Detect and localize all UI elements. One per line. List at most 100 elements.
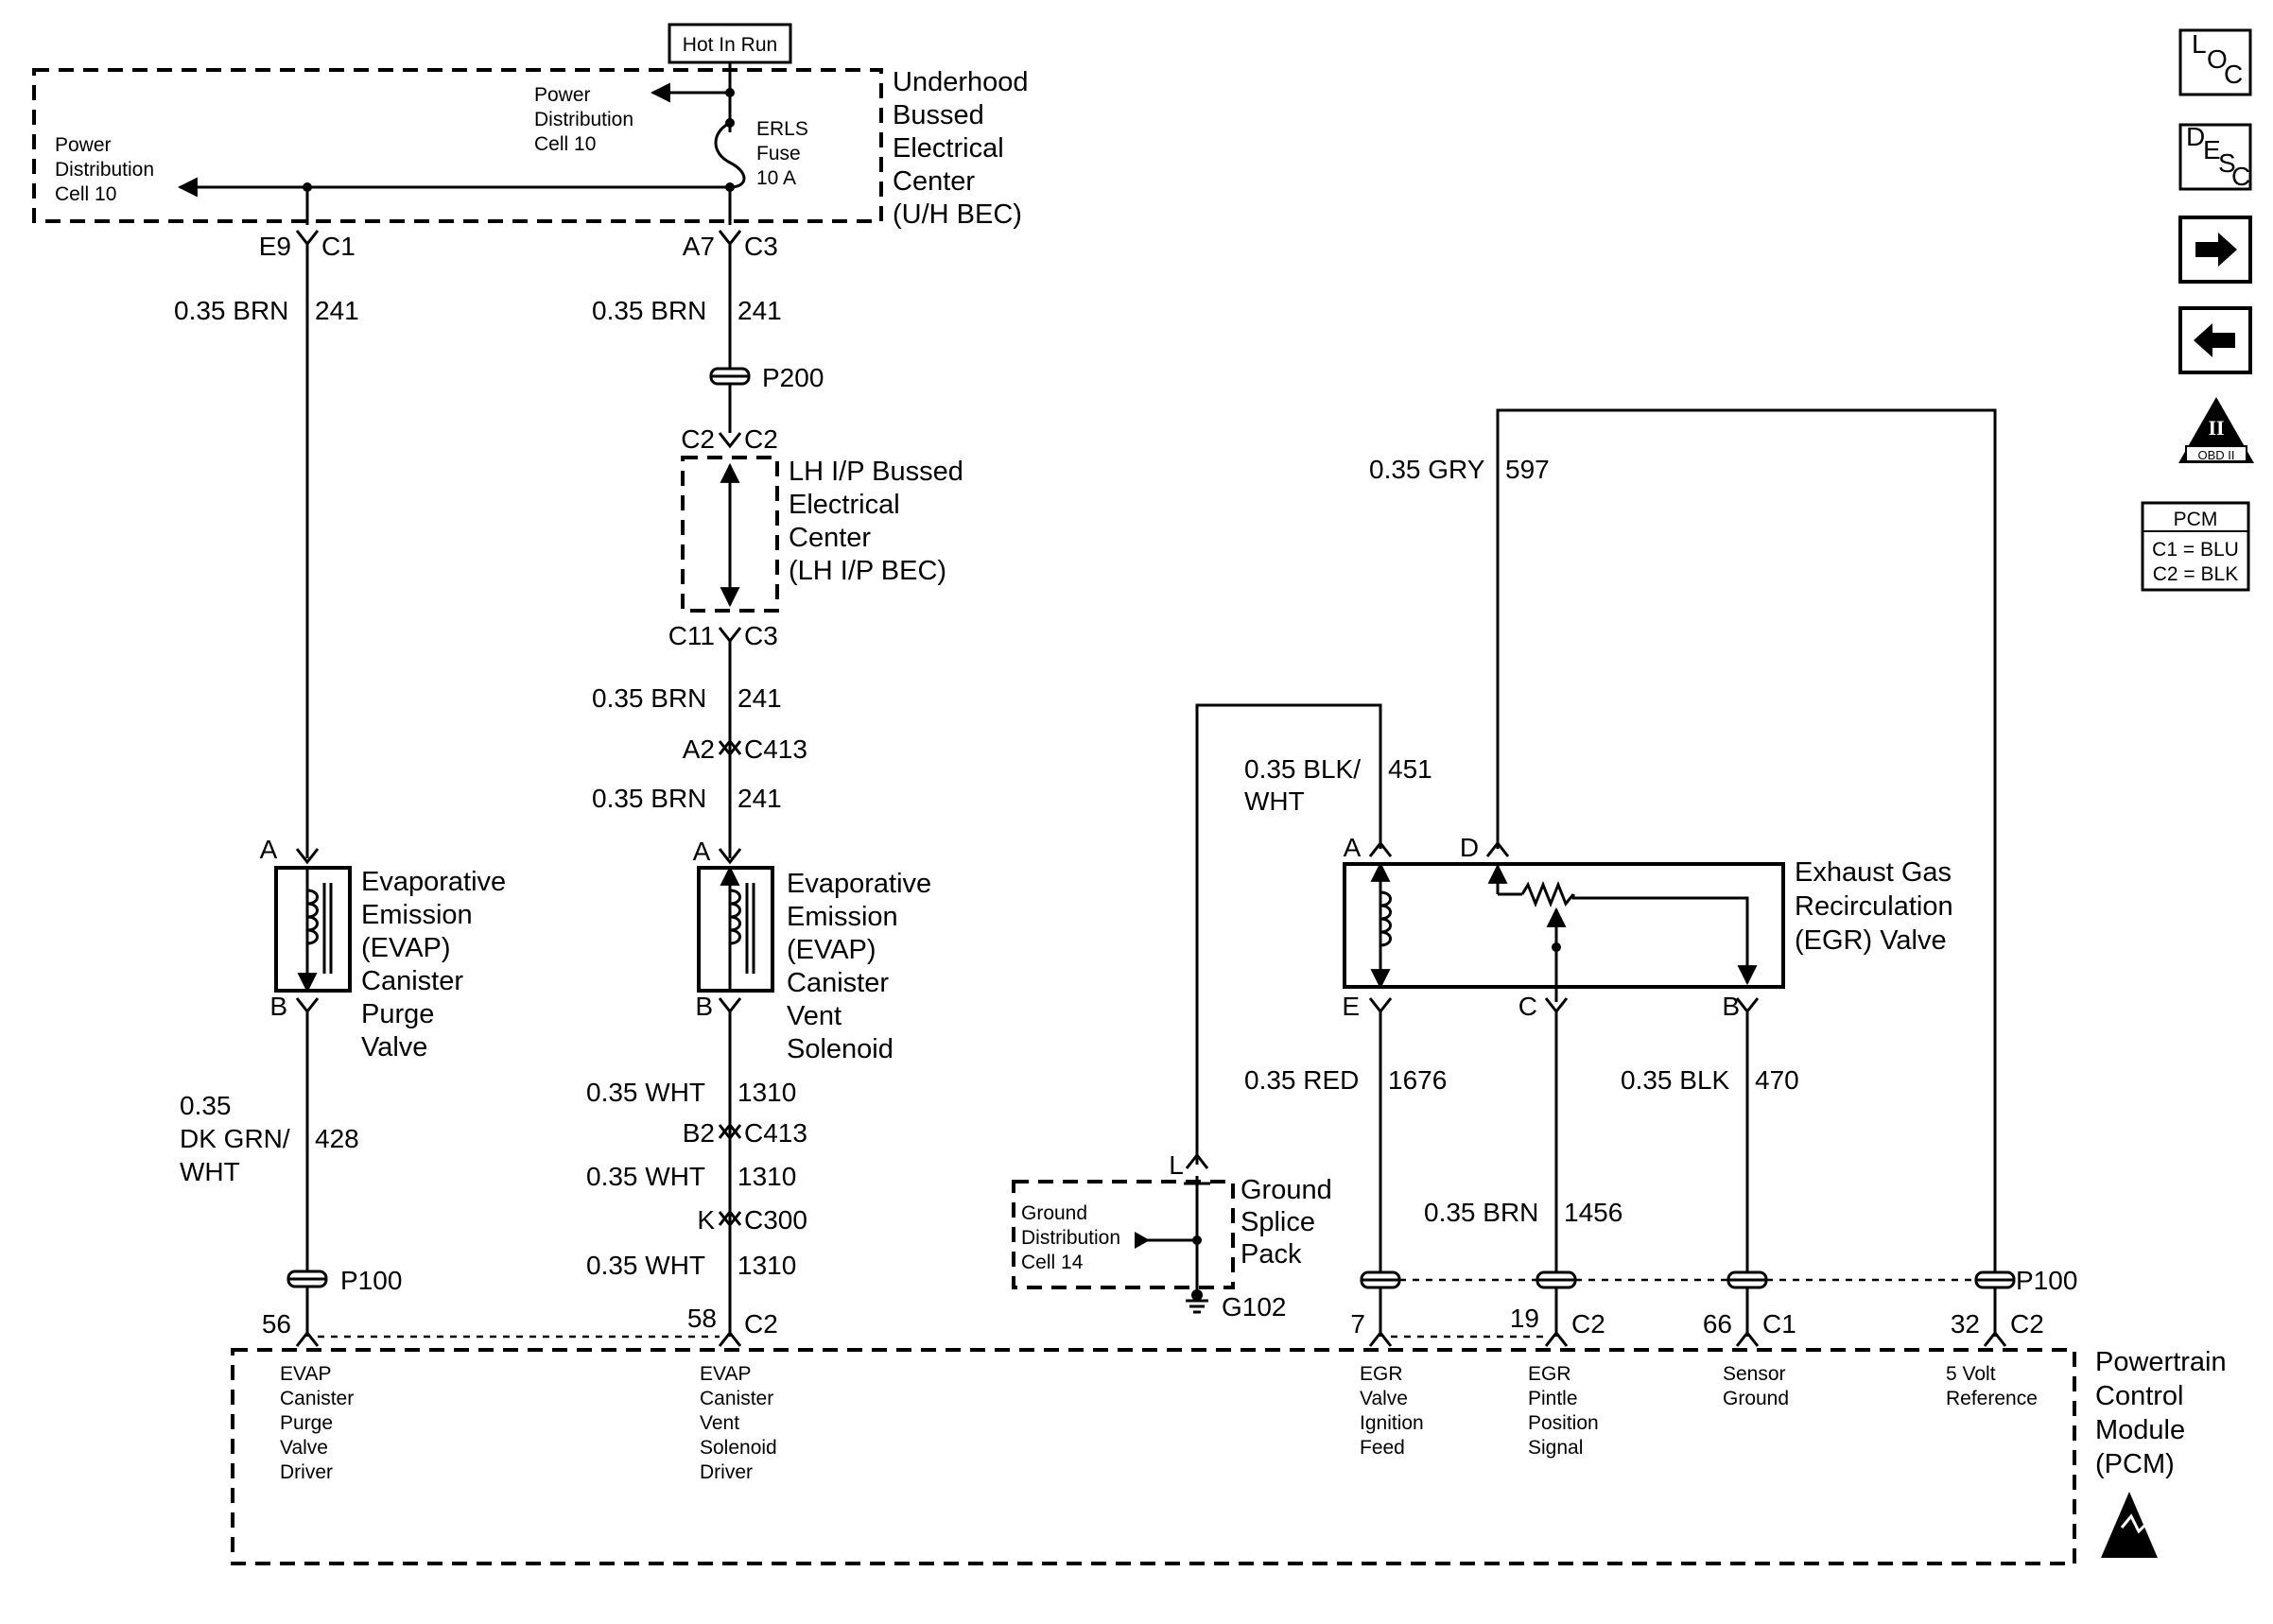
inline-c300: C300 — [744, 1205, 807, 1235]
coil-icon — [1379, 890, 1392, 947]
fuse-icon — [714, 121, 746, 189]
wire-gry-gauge: 0.35 GRY — [1369, 455, 1485, 484]
loc-icon[interactable]: L O C — [2178, 28, 2252, 96]
pcm-pin58-desc-line4: Solenoid — [700, 1437, 777, 1459]
pcm-pin58-desc-line5: Driver — [700, 1461, 753, 1483]
lhip-bot-b: C3 — [744, 621, 778, 650]
pcm-pin56-desc-line2: Canister — [280, 1388, 354, 1409]
desc-icon[interactable]: D E S C — [2178, 122, 2252, 191]
wire-blkwht-gauge-line1: 0.35 BLK/ — [1244, 754, 1361, 784]
pcm-pin19-desc-line1: EGR — [1528, 1363, 1571, 1385]
gsp-name-line2: Splice — [1241, 1207, 1315, 1237]
egr-valve-box — [1343, 862, 1785, 989]
inline-connector-c300-icon — [718, 1209, 742, 1228]
gsp-name-line3: Pack — [1241, 1239, 1302, 1270]
gsp-pin-l: L — [1169, 1150, 1184, 1180]
side-icons: L O C D E S C II OBD II PCM — [2141, 28, 2254, 592]
egr-name-line1: Exhaust Gas — [1795, 857, 1952, 888]
wire-mid3-circuit: 241 — [737, 784, 782, 813]
svg-text:C1 = BLU: C1 = BLU — [2152, 539, 2239, 561]
pd-left-line1: Power — [55, 134, 112, 156]
pcm-pin7-desc-line1: EGR — [1360, 1363, 1403, 1385]
gsp-dist-line2: Distribution — [1021, 1227, 1120, 1249]
pcm-pin-58: 58 — [687, 1304, 717, 1333]
fuse-line1: ERLS — [756, 118, 808, 140]
purge-name-line4: Canister — [361, 966, 463, 996]
pcm-pin19-desc-line2: Pintle — [1528, 1388, 1578, 1409]
pcm-pin7-desc-line4: Feed — [1360, 1437, 1405, 1459]
pcm-pin56-desc-line3: Purge — [280, 1412, 333, 1434]
svg-text:S: S — [2218, 148, 2236, 178]
pcm-pin58-desc-line1: EVAP — [700, 1363, 751, 1385]
vent-circuit: 0.35 BRN 241 P200 C2 C2 LH I/P Bussed El… — [586, 244, 963, 1347]
pcm-pin-32: 32 — [1951, 1309, 1980, 1339]
conn-c1: C1 — [321, 232, 356, 261]
wire-purge-gauge-line1: 0.35 — [180, 1091, 232, 1120]
p200-label: P200 — [762, 363, 824, 392]
wire-purge-gauge-line3: WHT — [180, 1157, 240, 1186]
wire-mid-top-gauge: 0.35 BRN — [592, 296, 706, 325]
pd-right-line2: Distribution — [534, 109, 633, 130]
vent-name-line3: (EVAP) — [787, 935, 876, 965]
wire-mid2-circuit: 241 — [737, 683, 782, 713]
back-arrow-icon[interactable] — [2178, 306, 2252, 374]
pcm-pin56-desc-line5: Driver — [280, 1461, 333, 1483]
wire-red-gauge: 0.35 RED — [1244, 1065, 1359, 1095]
wire-blk-gauge: 0.35 BLK — [1621, 1065, 1730, 1095]
coil-icon — [306, 889, 319, 945]
wire-purge-circuit: 428 — [315, 1124, 359, 1153]
forward-arrow-icon[interactable] — [2178, 216, 2252, 284]
egr-pin-d: D — [1460, 833, 1479, 862]
vent-name-line6: Solenoid — [787, 1034, 894, 1064]
pcm-pin7-desc-line2: Valve — [1360, 1388, 1408, 1409]
coil-icon — [729, 889, 741, 945]
ubec-title-line1: Underhood — [893, 67, 1029, 97]
svg-text:E: E — [2203, 135, 2221, 164]
pcm-pin56-desc-line1: EVAP — [280, 1363, 331, 1385]
p100-left-label: P100 — [340, 1266, 402, 1295]
wire-vent3-circuit: 1310 — [737, 1251, 796, 1280]
wire-vent2-circuit: 1310 — [737, 1162, 796, 1191]
p100-right-label: P100 — [2016, 1266, 2077, 1295]
resistor-icon — [1520, 880, 1575, 908]
wire-vent3-gauge: 0.35 WHT — [586, 1251, 705, 1280]
inline-b2: B2 — [683, 1118, 715, 1148]
svg-text:C: C — [2231, 162, 2250, 191]
conn-c3: C3 — [744, 232, 778, 261]
connector-e9-icon — [295, 230, 320, 247]
obd-ii-icon: II OBD II — [2178, 397, 2254, 463]
gsp-boundary — [1012, 1180, 1235, 1289]
svg-text:C2 = BLK: C2 = BLK — [2153, 563, 2238, 585]
wire-blkwht-gauge-line2: WHT — [1244, 786, 1305, 816]
lhip-bot-a: C11 — [668, 621, 715, 650]
wire-gry-circuit: 597 — [1505, 455, 1550, 484]
fuse-line2: Fuse — [756, 143, 801, 164]
inline-connector-c413-top-icon — [718, 738, 742, 757]
pd-right-line3: Cell 10 — [534, 133, 596, 155]
conn-e9: E9 — [259, 232, 291, 261]
pcm-name-line1: Powertrain — [2095, 1347, 2227, 1377]
lhip-top-b: C2 — [744, 424, 778, 454]
pcm-pin66-desc-line1: Sensor — [1723, 1363, 1786, 1385]
pcm-pin19-conn: C2 — [1571, 1309, 1605, 1339]
pcm-pin56-desc-line4: Valve — [280, 1437, 328, 1459]
svg-text:C: C — [2224, 60, 2243, 89]
vent-pin-a: A — [693, 837, 711, 866]
pcm-module: Powertrain Control Module (PCM) 56 EVAP … — [231, 1304, 2227, 1565]
pcm-pin58-conn: C2 — [744, 1309, 778, 1339]
egr-pin-b: B — [1722, 992, 1740, 1021]
inline-c413-top: C413 — [744, 734, 807, 764]
pd-left-line2: Distribution — [55, 159, 154, 181]
ubec-title-line4: Center — [893, 166, 975, 197]
ubec-title-line2: Bussed — [893, 100, 984, 130]
lhip-title-line4: (LH I/P BEC) — [789, 556, 946, 586]
ground-icon — [1186, 1299, 1208, 1314]
pcm-pin32-desc-line1: 5 Volt — [1946, 1363, 1996, 1385]
purge-name-line5: Purge — [361, 999, 434, 1029]
wire-vent1-gauge: 0.35 WHT — [586, 1078, 705, 1107]
gsp-dist-line3: Cell 14 — [1021, 1252, 1084, 1273]
vent-name-line2: Emission — [787, 902, 898, 932]
svg-text:O: O — [2207, 44, 2228, 74]
egr-circuit: 0.35 GRY 597 0.35 BLK/ WHT 451 A D Exhau… — [1244, 408, 2077, 1347]
